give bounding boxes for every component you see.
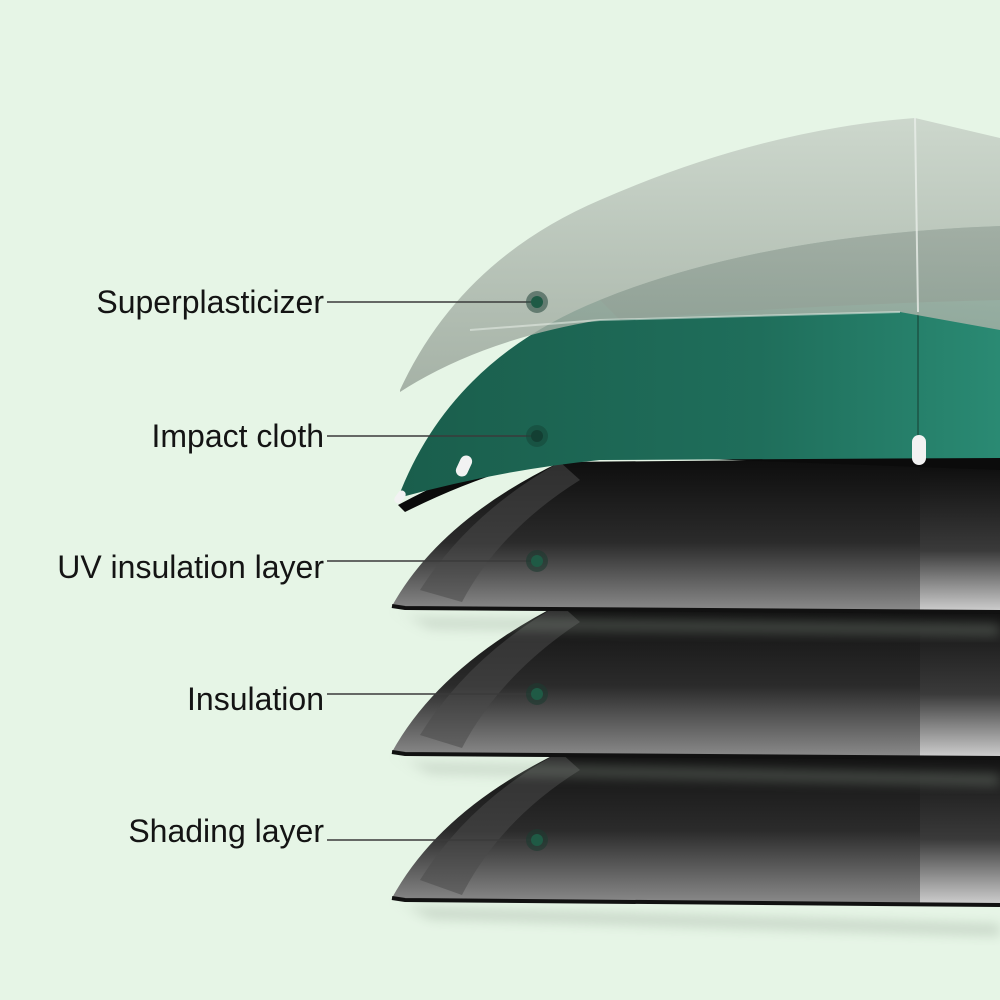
- superplasticizer-layer-shape: [400, 117, 1000, 392]
- label-impact-cloth: Impact cloth: [151, 418, 324, 454]
- marker-dot-icon: [526, 550, 548, 572]
- label-shading-layer: Shading layer: [128, 813, 324, 849]
- marker-dot-icon: [526, 425, 548, 447]
- rib-tip-icon: [394, 490, 406, 504]
- shading-layer-shape: [391, 740, 1000, 935]
- uv-insulation-layer-shape: [391, 458, 1000, 635]
- label-insulation: Insulation: [187, 681, 324, 717]
- marker-dot-icon: [526, 829, 548, 851]
- rib-tip-icon: [912, 435, 926, 465]
- insulation-layer-shape: [391, 598, 1000, 785]
- label-superplasticizer: Superplasticizer: [96, 284, 324, 320]
- leader-lines: [327, 301, 537, 841]
- marker-dot-icon: [526, 683, 548, 705]
- layer-markers: [526, 291, 548, 851]
- label-uv-insulation-layer: UV insulation layer: [57, 549, 324, 585]
- rib-tip-icon: [455, 455, 473, 477]
- marker-dot-icon: [526, 291, 548, 313]
